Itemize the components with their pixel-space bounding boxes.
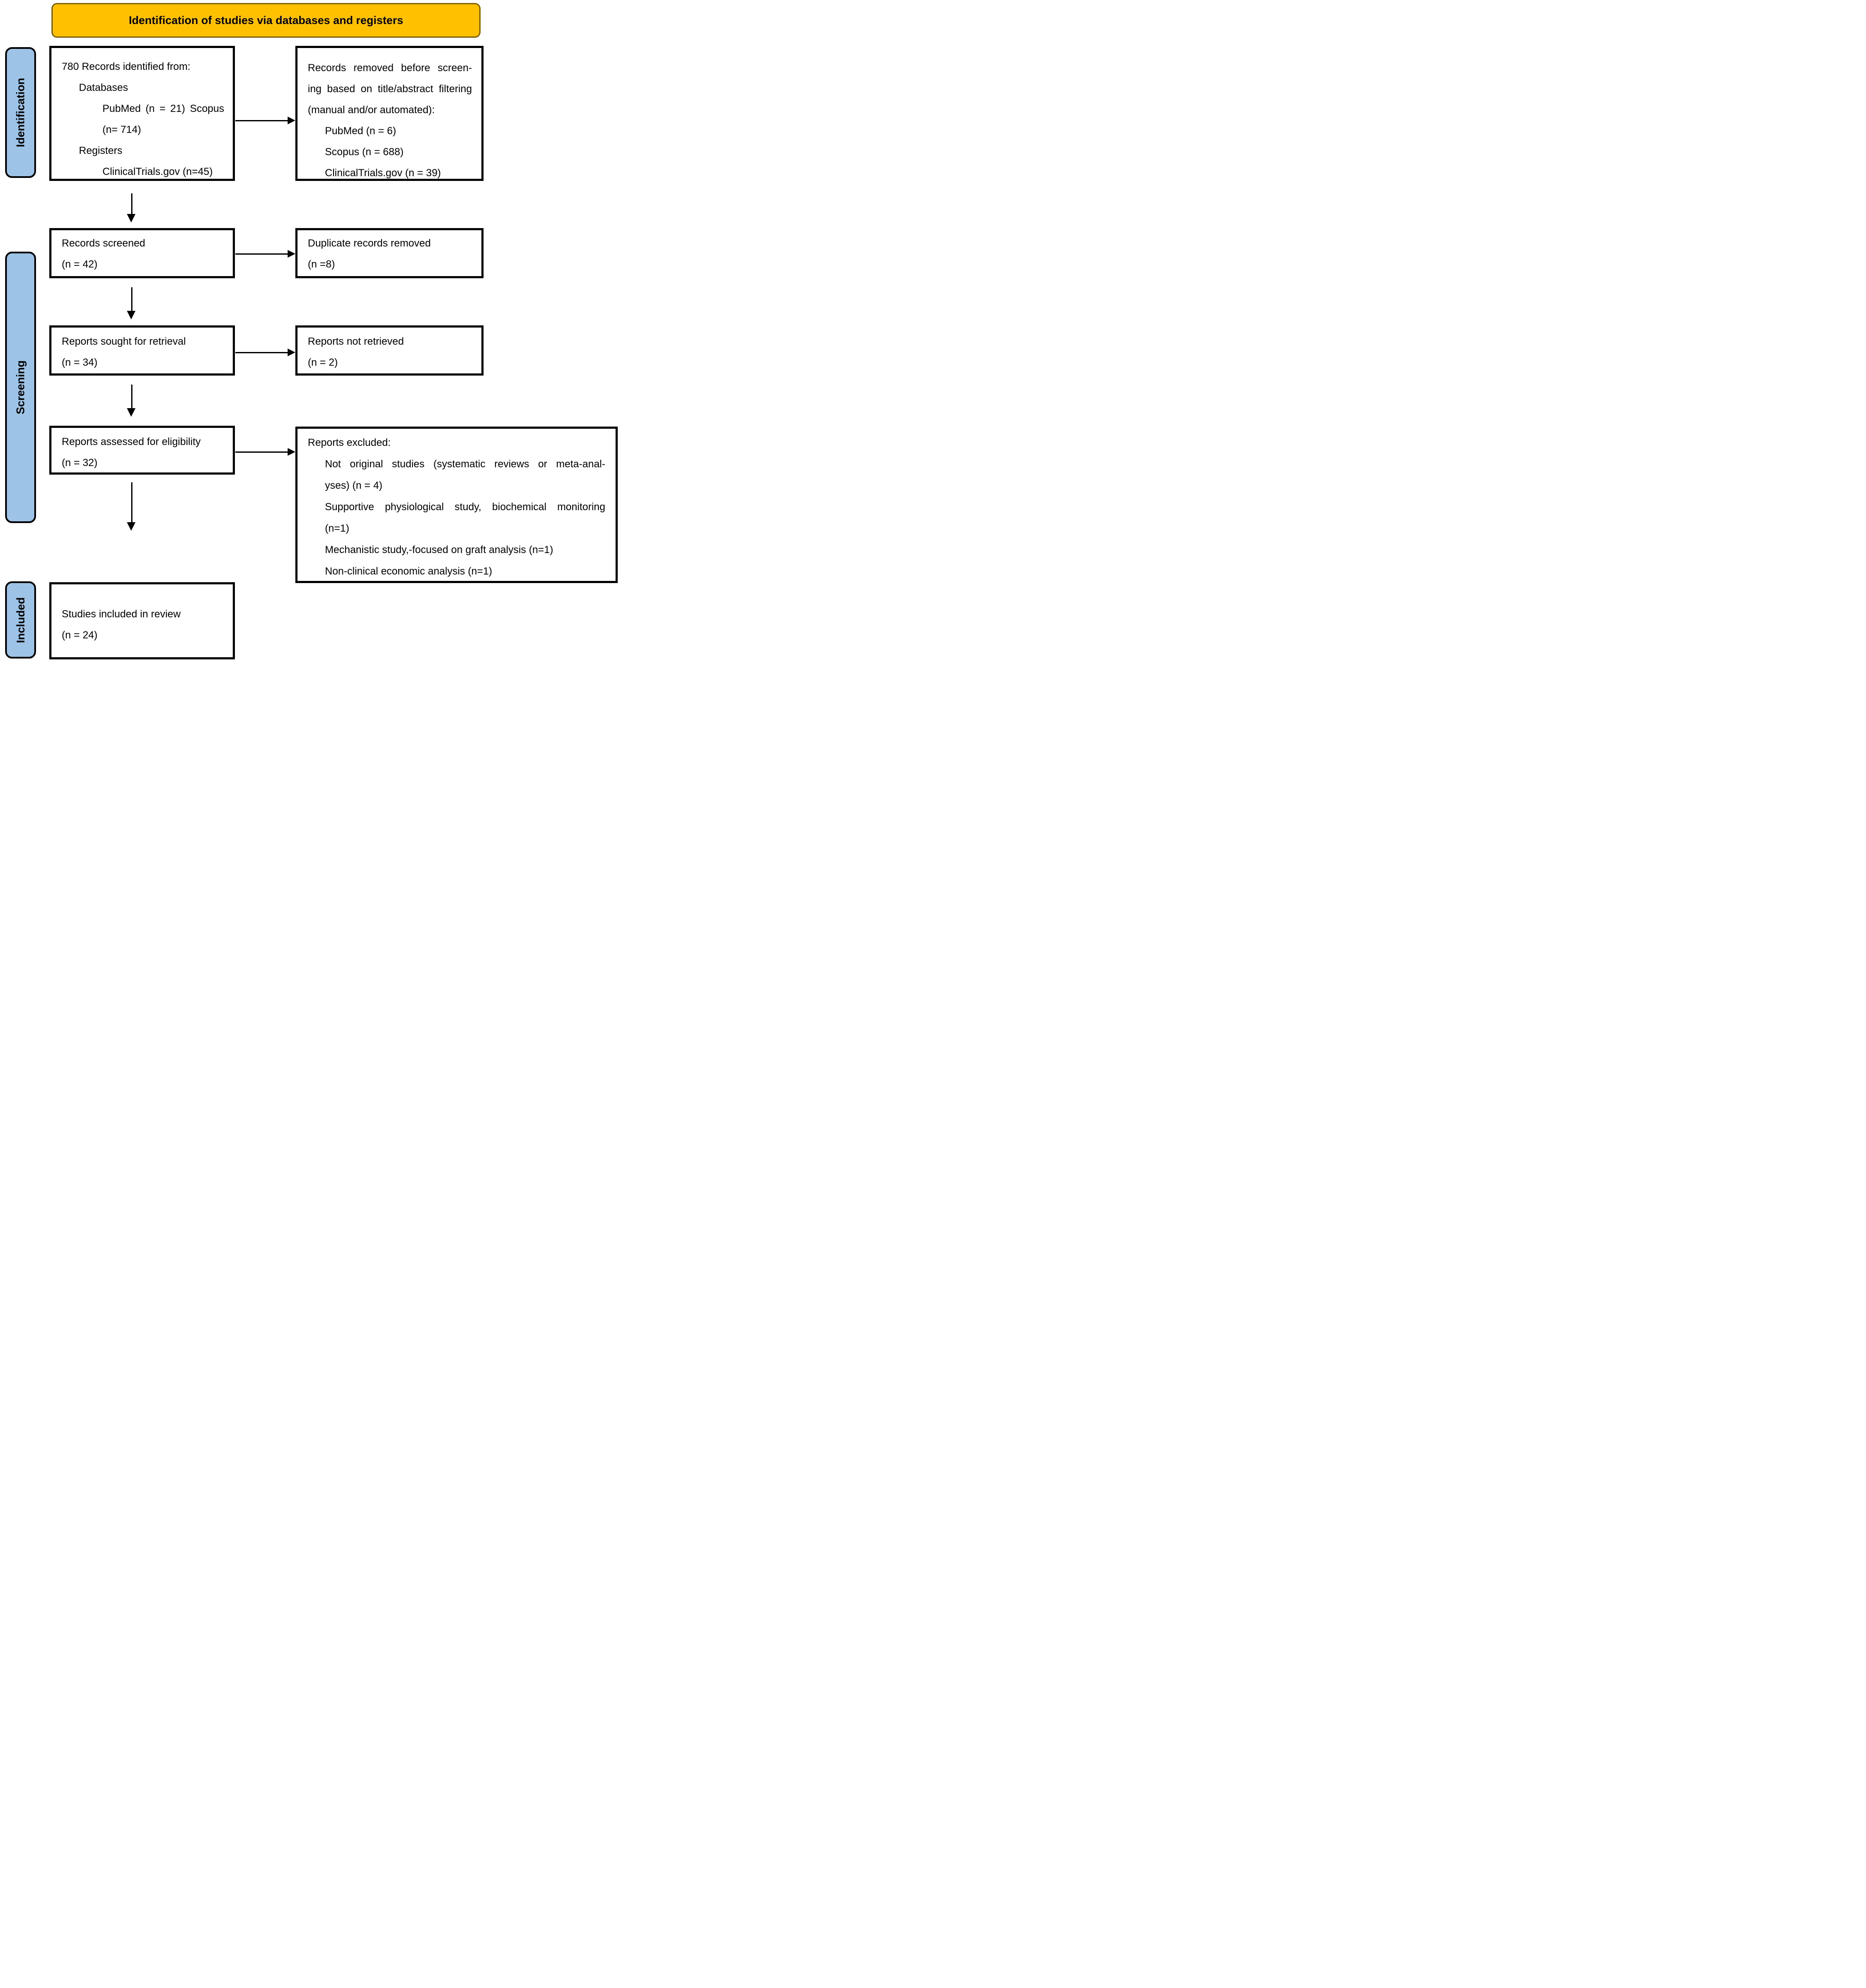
text-line: Duplicate records removed (308, 238, 431, 249)
down-arrow-4-icon (127, 522, 135, 531)
text-line: Reports assessed for eligibility (62, 436, 201, 448)
text-line: PubMed (n = 21) Scopus (102, 103, 224, 114)
box-studies-included: Studies included in review (n = 24) (49, 582, 235, 659)
text-line: ClinicalTrials.gov (n=45) (102, 166, 213, 177)
text-line: (n = 42) (62, 259, 98, 270)
box-records-screened: Records screened (n = 42) (49, 228, 235, 278)
text-line: Records screened (62, 238, 145, 249)
right-arrow-3-line (235, 352, 288, 353)
text-line: 780 Records identified from: (62, 61, 191, 72)
down-arrow-4-line (131, 482, 132, 523)
text-line: ing based on title/abstract filtering (308, 83, 472, 95)
box-reports-excluded: Reports excluded: Not original studies (… (295, 427, 618, 583)
box-records-identified: 780 Records identified from: Databases P… (49, 46, 235, 181)
box-records-removed-before-screening: Records removed before screen- ing based… (295, 46, 484, 181)
text-line: (n = 2) (308, 357, 338, 368)
right-arrow-2-icon (288, 250, 295, 258)
down-arrow-1-line (131, 193, 132, 215)
right-arrow-2-line (235, 253, 288, 255)
stage-label-identification: Identification (5, 47, 36, 178)
text-line: Reports sought for retrieval (62, 336, 186, 347)
text-line: (n = 32) (62, 457, 98, 469)
stage-label-included: Included (5, 581, 36, 659)
down-arrow-1-icon (127, 214, 135, 223)
text-line: Scopus (n = 688) (325, 146, 404, 158)
down-arrow-3-icon (127, 408, 135, 417)
right-arrow-4-line (235, 451, 288, 453)
box-reports-sought: Reports sought for retrieval (n = 34) (49, 325, 235, 376)
text-line: (n= 714) (102, 124, 141, 135)
right-arrow-1-icon (288, 117, 295, 124)
down-arrow-2-line (131, 287, 132, 312)
text-line: (n =8) (308, 259, 335, 270)
text-line: Registers (79, 145, 123, 156)
text-line: (n=1) (325, 523, 349, 534)
box-reports-assessed: Reports assessed for eligibility (n = 32… (49, 426, 235, 475)
right-arrow-3-icon (288, 349, 295, 356)
stage-label-screening-text: Screening (14, 360, 27, 415)
stage-label-screening: Screening (5, 252, 36, 523)
stage-label-identification-text: Identification (14, 78, 27, 147)
right-arrow-1-line (235, 120, 288, 121)
text-line: Non-clinical economic analysis (n=1) (325, 565, 493, 577)
text-line: yses) (n = 4) (325, 480, 383, 491)
text-line: (manual and/or automated): (308, 104, 435, 116)
text-line: PubMed (n = 6) (325, 125, 397, 137)
down-arrow-2-icon (127, 311, 135, 319)
text-line: (n = 34) (62, 357, 98, 368)
text-line: Reports excluded: (308, 437, 391, 448)
text-line: Mechanistic study,-focused on graft anal… (325, 544, 553, 556)
right-arrow-4-icon (288, 448, 295, 456)
text-line: Records removed before screen- (308, 62, 472, 74)
stage-label-included-text: Included (14, 597, 27, 643)
text-line: Reports not retrieved (308, 336, 404, 347)
title-banner-label: Identification of studies via databases … (129, 14, 403, 27)
text-line: Not original studies (systematic reviews… (325, 458, 605, 470)
down-arrow-3-line (131, 385, 132, 409)
title-banner: Identification of studies via databases … (51, 3, 481, 38)
text-line: Databases (79, 82, 128, 93)
text-line: ClinicalTrials.gov (n = 39) (325, 167, 441, 179)
text-line: Studies included in review (62, 608, 181, 620)
box-reports-not-retrieved: Reports not retrieved (n = 2) (295, 325, 484, 376)
text-line: Supportive physiological study, biochemi… (325, 501, 605, 513)
prisma-flow-diagram: Identification of studies via databases … (0, 0, 622, 663)
box-duplicate-records-removed: Duplicate records removed (n =8) (295, 228, 484, 278)
text-line: (n = 24) (62, 629, 98, 641)
